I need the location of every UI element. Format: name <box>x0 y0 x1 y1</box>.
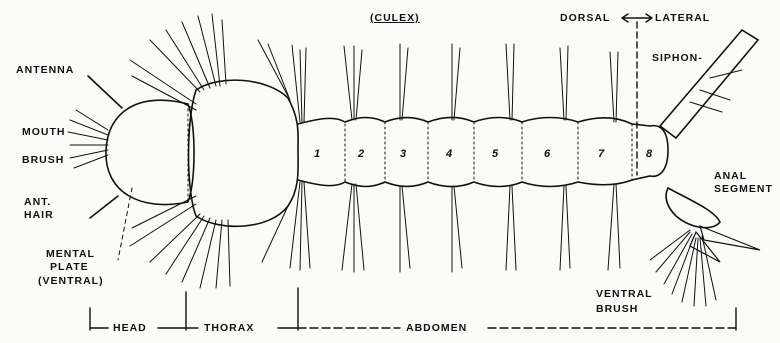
ventral-brush-icon <box>650 230 716 306</box>
label-ventral-paren: (VENTRAL) <box>38 275 104 287</box>
segment-number: 1 <box>314 148 320 160</box>
larva-head <box>106 100 194 204</box>
label-brush: BRUSH <box>22 154 64 166</box>
label-mental: MENTAL <box>46 248 95 260</box>
label-siphon: SIPHON- <box>652 52 703 64</box>
diagram-title: (CULEX) <box>370 12 420 24</box>
larva-abdomen <box>298 118 668 187</box>
antenna-icon <box>88 76 122 108</box>
siphon <box>660 30 758 138</box>
anal-segment <box>666 188 720 228</box>
label-anal: ANAL <box>714 170 747 182</box>
region-thorax: THORAX <box>204 322 254 334</box>
label-hair: HAIR <box>24 209 54 221</box>
label-brush2: BRUSH <box>596 303 638 315</box>
label-ventral: VENTRAL <box>596 288 653 300</box>
segment-number: 6 <box>544 148 550 160</box>
region-head: HEAD <box>113 322 147 334</box>
larva-thorax <box>189 80 299 226</box>
segment-number: 4 <box>446 148 452 160</box>
setae-upper <box>292 44 618 122</box>
segment-number: 8 <box>646 148 652 160</box>
label-plate: PLATE <box>50 261 89 273</box>
segment-number: 7 <box>598 148 604 160</box>
mouth-brush-icon <box>68 110 108 168</box>
label-mouth: MOUTH <box>22 126 66 138</box>
label-lateral: LATERAL <box>655 12 710 24</box>
region-abdomen: ABDOMEN <box>406 322 467 334</box>
segment-number: 3 <box>400 148 406 160</box>
setae-lower <box>290 182 620 272</box>
label-dorsal: DORSAL <box>560 12 610 24</box>
segment-number: 5 <box>492 148 498 160</box>
segment-number: 2 <box>358 148 364 160</box>
thorax-bristles <box>130 14 290 288</box>
label-segment: SEGMENT <box>714 183 773 195</box>
label-ant: ANT. <box>24 196 51 208</box>
label-antenna: ANTENNA <box>16 64 74 76</box>
